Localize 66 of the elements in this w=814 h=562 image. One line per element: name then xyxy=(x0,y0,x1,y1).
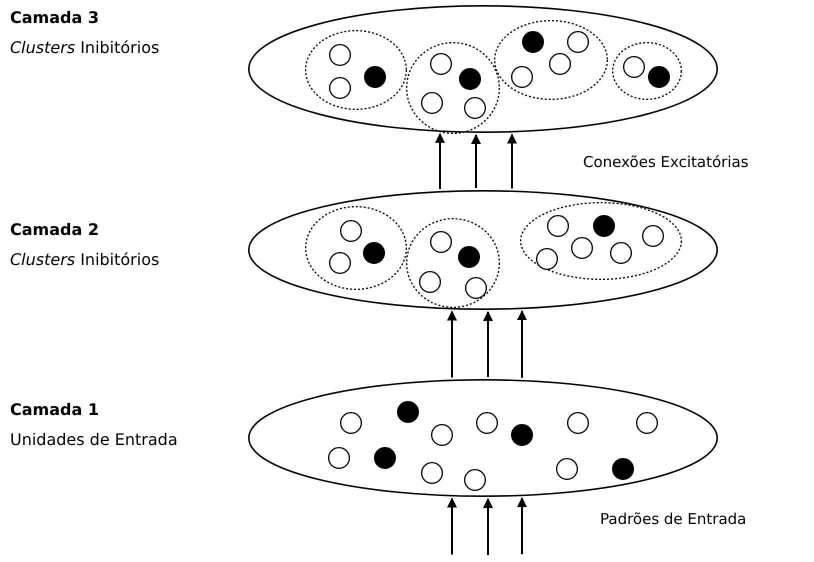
unit-circle xyxy=(571,237,593,259)
arrow xyxy=(507,134,517,188)
unit-circle xyxy=(464,469,486,491)
cluster-ellipse xyxy=(305,30,407,110)
unit-circle xyxy=(329,44,351,66)
unit-circle xyxy=(430,231,452,253)
layer-subtitle: Clusters Inibitórios xyxy=(10,38,160,57)
layer-subtitle: Unidades de Entrada xyxy=(10,430,178,449)
cluster-ellipse xyxy=(406,218,500,308)
unit-circle xyxy=(642,225,664,247)
unit-circle xyxy=(340,412,362,434)
layer-title: Camada 1 xyxy=(10,400,99,419)
arrow xyxy=(517,497,527,554)
cluster-ellipse xyxy=(494,20,608,100)
cluster-ellipse xyxy=(520,202,682,280)
arrow xyxy=(471,134,481,188)
unit-circle xyxy=(536,248,558,270)
unit-circle xyxy=(340,220,362,242)
unit-circle xyxy=(329,252,351,274)
unit-circle xyxy=(464,97,486,119)
unit-circle xyxy=(476,412,498,434)
layer-ellipse xyxy=(248,379,718,497)
unit-circle xyxy=(328,447,350,469)
layer-title: Camada 3 xyxy=(10,8,99,27)
layer-subtitle: Clusters Inibitórios xyxy=(10,250,160,269)
active-unit xyxy=(511,424,533,446)
unit-circle xyxy=(419,271,441,293)
active-unit xyxy=(522,31,544,53)
unit-circle xyxy=(329,77,351,99)
unit-circle xyxy=(421,462,443,484)
layer-title: Camada 2 xyxy=(10,220,99,239)
arrow xyxy=(447,310,457,378)
active-unit xyxy=(459,68,481,90)
unit-circle xyxy=(421,92,443,114)
unit-circle xyxy=(567,412,589,434)
unit-circle xyxy=(549,53,571,75)
arrow xyxy=(483,498,493,555)
unit-circle xyxy=(623,56,645,78)
unit-circle xyxy=(610,242,632,264)
cluster-ellipse xyxy=(406,42,500,134)
annotation-label: Conexões Excitatórias xyxy=(583,153,749,171)
arrow xyxy=(435,132,445,190)
active-unit xyxy=(458,246,480,268)
layer-ellipse xyxy=(248,5,718,133)
unit-circle xyxy=(431,424,453,446)
arrow xyxy=(447,497,457,554)
active-unit xyxy=(364,66,386,88)
active-unit xyxy=(593,215,615,237)
layer-ellipse xyxy=(248,190,718,310)
unit-circle xyxy=(511,66,533,88)
annotation-label: Padrões de Entrada xyxy=(600,510,746,528)
unit-circle xyxy=(547,215,569,237)
cluster-ellipse xyxy=(305,206,407,290)
active-unit xyxy=(397,401,419,423)
active-unit xyxy=(648,66,670,88)
active-unit xyxy=(374,447,396,469)
unit-circle xyxy=(556,458,578,480)
arrow xyxy=(517,310,527,378)
active-unit xyxy=(363,242,385,264)
unit-circle xyxy=(636,412,658,434)
arrow xyxy=(483,310,493,378)
active-unit xyxy=(612,458,634,480)
unit-circle xyxy=(430,53,452,75)
cluster-ellipse xyxy=(612,42,682,100)
unit-circle xyxy=(465,277,487,299)
unit-circle xyxy=(567,31,589,53)
